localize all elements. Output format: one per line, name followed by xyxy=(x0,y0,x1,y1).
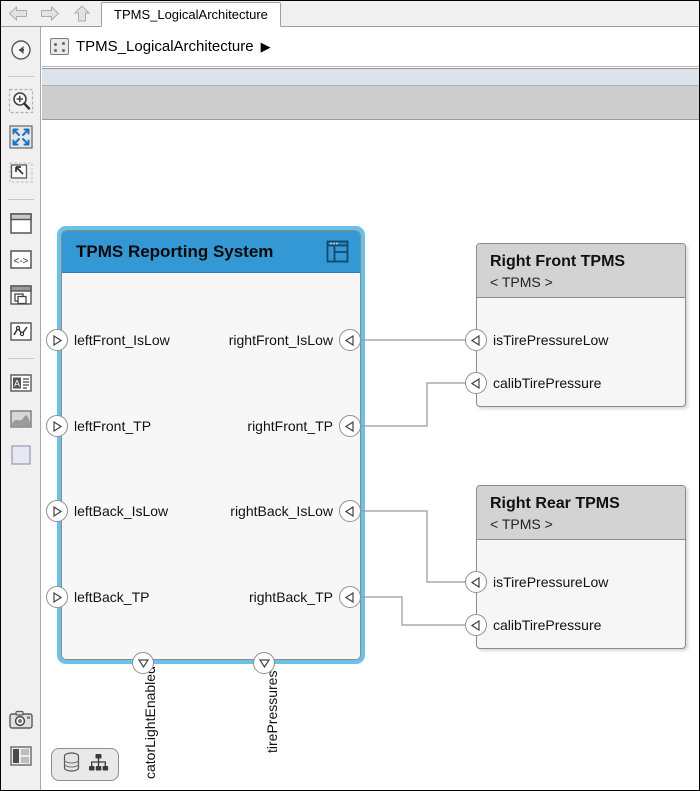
toolbar-divider xyxy=(7,76,34,77)
system-block-tpms-reporting-system[interactable]: TPMS Reporting System xyxy=(57,226,365,664)
component-header: Right Rear TPMS < TPMS > xyxy=(477,486,685,541)
toolbar-bottom-group xyxy=(6,705,36,790)
output-port-label: rightFront_IsLow xyxy=(228,332,333,348)
output-port-rightback-islow[interactable] xyxy=(339,500,361,522)
bottom-port-indicatorlightenabled[interactable] xyxy=(132,652,154,674)
image-icon[interactable] xyxy=(6,404,36,434)
input-port-label: leftFront_IsLow xyxy=(74,332,170,348)
zoom-region-icon[interactable] xyxy=(6,158,36,188)
svg-text:<->: <-> xyxy=(13,256,28,267)
bottom-port-label: tirePressures xyxy=(264,670,280,753)
component-port-label: calibTirePressure xyxy=(493,617,602,633)
diagram-canvas[interactable]: TPMS Reporting System xyxy=(42,121,699,790)
input-port-leftfront-islow[interactable] xyxy=(46,329,68,351)
system-block-body: TPMS Reporting System xyxy=(61,230,361,660)
toolbar-divider xyxy=(7,358,34,359)
output-port-rightback-tp[interactable] xyxy=(339,586,361,608)
svg-text:A: A xyxy=(13,379,19,389)
navigate-back-icon[interactable] xyxy=(6,35,36,65)
hierarchy-icon xyxy=(88,753,109,777)
annotation-icon[interactable]: A xyxy=(6,368,36,398)
stateflow-icon[interactable] xyxy=(6,317,36,347)
component-name: Right Front TPMS xyxy=(490,253,626,270)
output-port-rightfront-islow[interactable] xyxy=(339,329,361,351)
output-port-label: rightBack_TP xyxy=(248,589,333,605)
component-port-label: calibTirePressure xyxy=(493,375,602,391)
tab-bar: TPMS_LogicalArchitecture xyxy=(1,1,699,27)
left-toolbar: <-> A xyxy=(1,27,41,790)
component-stereotype: < TPMS > xyxy=(490,516,553,532)
toolbar-divider xyxy=(7,199,34,200)
port-interface-icon[interactable]: <-> xyxy=(6,245,36,275)
reference-component-icon[interactable] xyxy=(6,281,36,311)
zoom-in-icon[interactable] xyxy=(6,86,36,116)
component-icon[interactable] xyxy=(6,209,36,239)
output-port-label: rightBack_IsLow xyxy=(230,503,333,519)
input-port-label: leftBack_IsLow xyxy=(74,503,169,519)
database-icon xyxy=(62,751,81,778)
tab-tpms-logicalarchitecture[interactable]: TPMS_LogicalArchitecture xyxy=(101,2,281,27)
camera-snapshot-icon[interactable] xyxy=(6,705,36,735)
system-block-header: TPMS Reporting System xyxy=(62,231,360,273)
breadcrumb: TPMS_LogicalArchitecture ▶ xyxy=(42,27,699,67)
component-name: Right Rear TPMS xyxy=(490,495,620,512)
input-port-leftback-islow[interactable] xyxy=(46,500,68,522)
component-port-istirepressurelow-rf[interactable] xyxy=(465,329,487,351)
component-header: Right Front TPMS < TPMS > xyxy=(477,244,685,299)
system-block-title: TPMS Reporting System xyxy=(76,241,274,261)
area-icon[interactable] xyxy=(6,440,36,470)
toolstrip-tab-band xyxy=(42,68,699,85)
input-port-label: leftFront_TP xyxy=(74,418,152,434)
model-badge[interactable] xyxy=(51,748,119,781)
input-port-label: leftBack_TP xyxy=(74,589,150,605)
component-port-istirepressurelow-rr[interactable] xyxy=(465,571,487,593)
fit-to-view-icon[interactable] xyxy=(6,122,36,152)
component-port-calibtirepressure-rr[interactable] xyxy=(465,614,487,636)
up-arrow-icon[interactable] xyxy=(71,3,93,23)
chevron-right-icon[interactable]: ▶ xyxy=(260,39,271,54)
input-port-leftfront-tp[interactable] xyxy=(46,415,68,437)
layout-panel-icon[interactable] xyxy=(6,741,36,771)
output-port-rightfront-tp[interactable] xyxy=(339,415,361,437)
output-port-label: rightFront_TP xyxy=(247,418,333,434)
component-port-calibtirepressure-rf[interactable] xyxy=(465,372,487,394)
back-arrow-icon[interactable] xyxy=(7,3,29,23)
component-right-front-tpms[interactable]: Right Front TPMS < TPMS > xyxy=(476,243,686,408)
navigation-buttons xyxy=(1,1,97,26)
component-stereotype: < TPMS > xyxy=(490,274,553,290)
bottom-port-label: catorLightEnabled xyxy=(142,666,158,779)
input-port-leftback-tp[interactable] xyxy=(46,586,68,608)
subsystem-layout-icon xyxy=(326,240,349,263)
breadcrumb-label[interactable]: TPMS_LogicalArchitecture xyxy=(76,38,254,55)
component-right-rear-tpms[interactable]: Right Rear TPMS < TPMS > xyxy=(476,485,686,650)
toolstrip-band xyxy=(42,85,699,120)
architecture-model-icon xyxy=(50,38,69,55)
component-port-label: isTirePressureLow xyxy=(493,574,609,590)
component-port-label: isTirePressureLow xyxy=(493,332,609,348)
bottom-port-tirepressures[interactable] xyxy=(253,652,275,674)
forward-arrow-icon[interactable] xyxy=(39,3,61,23)
